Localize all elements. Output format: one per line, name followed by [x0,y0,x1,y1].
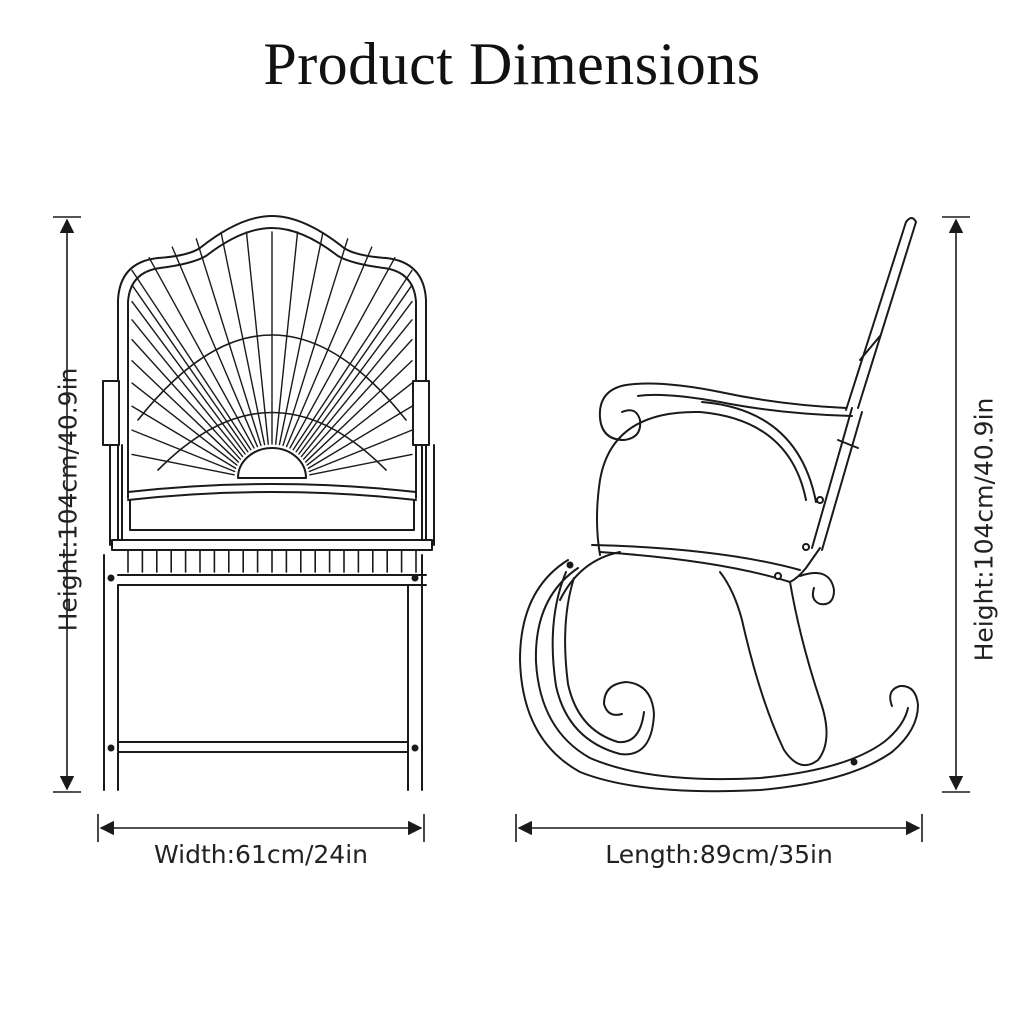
spoke [308,429,413,473]
spoke [275,231,299,445]
spoke [298,300,413,455]
spoke [131,405,237,469]
spoke [282,238,349,447]
side-height-label: Height:104cm/40.9in [969,397,999,662]
side-length-label: Length:89cm/35in [605,840,833,869]
front-height-label: Height:104cm/40.9in [53,367,83,632]
spoke [131,453,235,476]
page-title: Product Dimensions [263,31,761,97]
spoke [302,338,413,460]
spoke [295,284,413,453]
chair-side-view [519,217,919,793]
spoke [131,382,238,466]
chair-front-view [102,215,435,791]
spoke [307,405,413,469]
spoke [131,319,244,458]
spoke [171,246,259,448]
spoke [309,453,413,476]
spoke [195,238,262,447]
seat-slats [127,549,417,573]
spoke [245,231,269,445]
spoke [289,256,396,449]
spoke [131,338,242,460]
spoke [131,284,249,453]
front-width-label: Width:61cm/24in [154,840,368,869]
front-height-dimension [53,216,81,793]
spoke [285,246,373,448]
side-length-dimension [515,814,923,842]
spoke [131,300,246,455]
sunburst-spokes [131,231,413,476]
spoke [306,382,413,466]
spoke [300,319,413,458]
front-width-dimension [97,814,425,842]
spoke [131,360,240,463]
spoke [148,256,255,449]
side-height-dimension [942,216,970,793]
spoke [131,429,236,473]
spoke [304,360,413,463]
